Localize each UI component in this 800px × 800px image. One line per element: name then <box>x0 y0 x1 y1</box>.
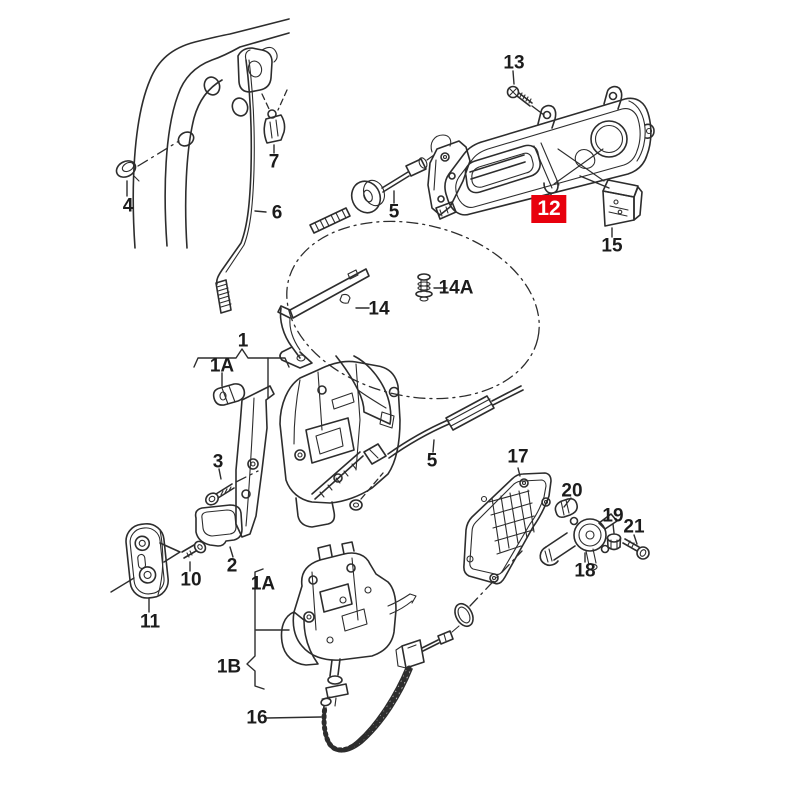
clip-part-14a <box>415 273 448 302</box>
clip-part-20 <box>554 497 578 519</box>
lock-assembly-part-1b <box>280 541 417 707</box>
lock-assembly-part-1 <box>193 348 401 538</box>
screw-part-21 <box>622 534 650 560</box>
cable-part-5-lower <box>387 385 524 459</box>
screw-part-10 <box>181 540 207 572</box>
motor-part-18 <box>539 513 618 571</box>
cable-routing-outline <box>286 220 540 400</box>
handle-cup-part-2 <box>194 504 243 558</box>
handle-carrier-plate <box>427 134 471 220</box>
cable-part-16 <box>320 550 523 753</box>
bracket-part-14 <box>277 268 395 429</box>
group-brace-1b <box>246 568 322 719</box>
striker-part-11 <box>110 522 181 613</box>
screw-part-13 <box>506 70 545 116</box>
switch-part-15 <box>602 179 643 238</box>
mounting-panel-part-17 <box>463 467 552 585</box>
plug-part-4 <box>115 140 180 197</box>
lock-rod-part-6 <box>215 49 267 314</box>
interior-handle-part-12 <box>444 85 655 216</box>
cable-part-5-upper <box>309 154 435 234</box>
clip-part-7 <box>261 89 288 154</box>
nut-part-19 <box>606 523 622 551</box>
door-frame <box>132 18 290 249</box>
